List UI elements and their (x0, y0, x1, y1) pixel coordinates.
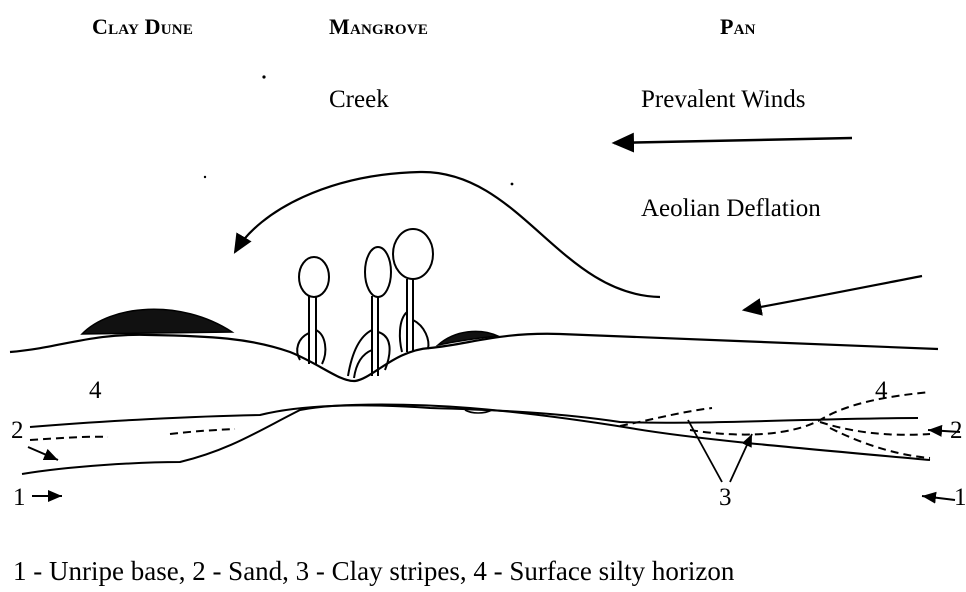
clay-stripe-right-4 (830, 428, 930, 458)
marker-clay-stripes: 3 (719, 485, 732, 510)
clay-pointer-1 (688, 420, 722, 482)
marker-sand-right: 2 (950, 418, 963, 443)
legend-caption: 1 - Unripe base, 2 - Sand, 3 - Clay stri… (13, 558, 734, 585)
marker-sand-left: 2 (11, 418, 24, 443)
sand-pointer-left (28, 447, 58, 460)
lower-wind-arrow (744, 276, 922, 310)
base-pointer-right (922, 496, 955, 500)
base-upper-boundary (22, 405, 930, 475)
marker-surface-horizon-left: 4 (89, 378, 102, 403)
mangrove-trees (297, 229, 433, 378)
clay-stripe-left-1 (30, 437, 108, 440)
marker-base-right: 1 (954, 485, 966, 510)
clay-dune-mound (82, 309, 232, 334)
clay-stripe-right-2 (690, 392, 930, 435)
marker-surface-horizon-right: 4 (875, 378, 888, 403)
ground-surface-line (10, 334, 938, 381)
clay-stripe-right-3 (820, 422, 930, 435)
clay-stripe-left-2 (170, 429, 235, 434)
prevalent-winds-arrow (614, 138, 852, 143)
marker-base-left: 1 (13, 485, 26, 510)
